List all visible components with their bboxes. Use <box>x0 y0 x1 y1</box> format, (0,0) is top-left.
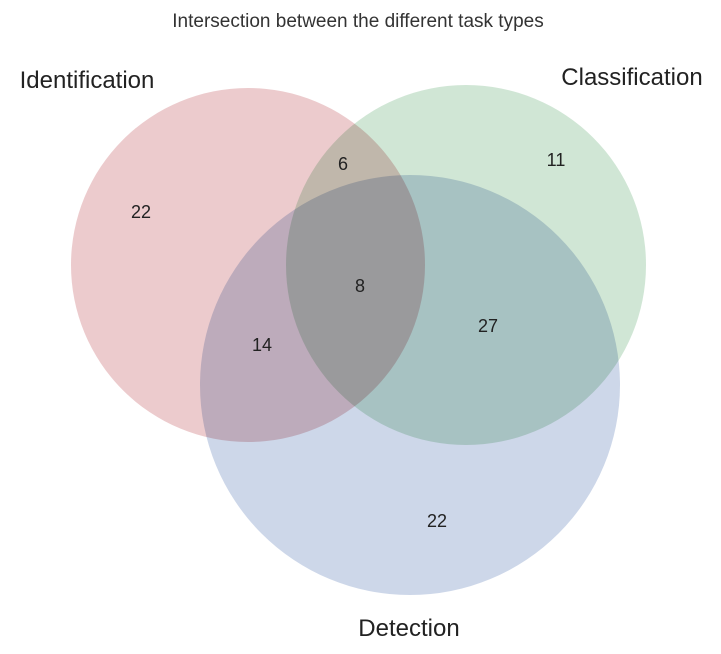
set-label-classification: Classification <box>561 64 702 91</box>
set-label-detection: Detection <box>358 615 459 642</box>
region-label-classification-detection-identification: 8 <box>355 276 365 296</box>
circle-detection <box>200 175 620 595</box>
region-label-detection-identification: 14 <box>252 335 272 355</box>
region-label-detection: 22 <box>427 511 447 531</box>
region-label-classification-identification: 6 <box>338 154 348 174</box>
set-label-identification: Identification <box>20 67 155 94</box>
chart-title: Intersection between the different task … <box>172 11 543 32</box>
region-label-identification: 22 <box>131 202 151 222</box>
region-labels-layer: 22 11 22 6 14 27 8 <box>131 150 565 531</box>
circles-layer <box>71 85 646 595</box>
region-label-classification-detection: 27 <box>478 316 498 336</box>
region-label-classification: 11 <box>547 150 566 170</box>
